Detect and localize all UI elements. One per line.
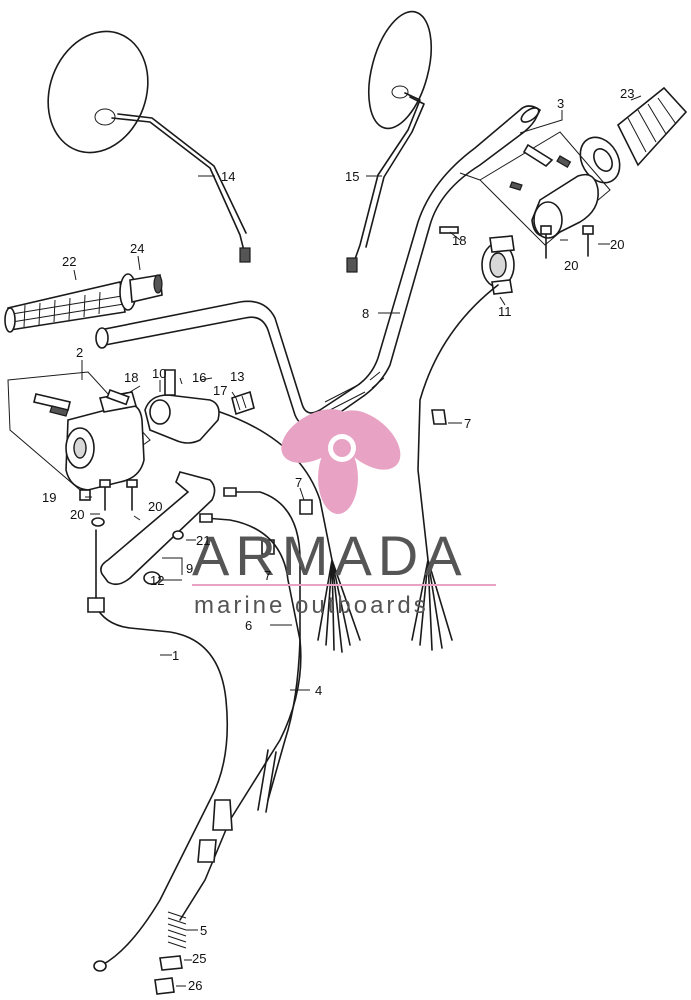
callout-2: 2: [76, 345, 83, 360]
left-mirror: [47, 30, 251, 263]
watermark: ARMADA marine outboards: [192, 409, 496, 619]
leader-lines: [73, 95, 642, 987]
callout-19: 19: [42, 490, 56, 505]
callout-24: 24: [130, 241, 144, 256]
right-grip: [579, 86, 688, 184]
callout-20-a: 20: [148, 499, 162, 514]
callout-26: 26: [188, 978, 202, 993]
callout-9: 9: [186, 561, 193, 576]
callout-21: 21: [196, 533, 210, 548]
callout-20-b: 20: [70, 507, 84, 522]
callout-7-c: 7: [264, 568, 271, 583]
callout-4: 4: [315, 683, 322, 698]
watermark-brand: ARMADA: [192, 524, 468, 587]
callout-11: 11: [498, 304, 512, 319]
left-grip: [4, 273, 163, 333]
callout-6: 6: [245, 618, 252, 633]
callout-17: 17: [213, 383, 227, 398]
callout-13: 13: [230, 369, 244, 384]
callout-14: 14: [221, 169, 235, 184]
callout-16: 16: [192, 370, 206, 385]
callout-10: 10: [152, 366, 166, 381]
callout-8: 8: [362, 306, 369, 321]
callout-15: 15: [345, 169, 359, 184]
callout-18-b: 18: [452, 233, 466, 248]
clutch-lever: [100, 471, 216, 586]
callout-7-a: 7: [464, 416, 471, 431]
callout-18-a: 18: [124, 370, 138, 385]
callout-20-d: 20: [564, 258, 578, 273]
left-switch-housing: [7, 371, 151, 491]
fasteners: [79, 225, 594, 555]
throttle-holder: [481, 235, 515, 295]
callout-23: 23: [620, 86, 634, 101]
cables: [87, 284, 499, 995]
callout-22: 22: [62, 254, 76, 269]
callout-labels: 1 2 3 4 5 6 7 7 7 8 9 10 11 12 13 14 15 …: [42, 86, 634, 993]
right-mirror: [346, 10, 432, 273]
callout-5: 5: [200, 923, 207, 938]
callout-7-b: 7: [295, 475, 302, 490]
watermark-tagline: marine outboards: [194, 592, 429, 619]
callout-3: 3: [557, 96, 564, 111]
callout-25: 25: [192, 951, 206, 966]
callout-12: 12: [150, 573, 164, 588]
callout-20-c: 20: [610, 237, 624, 252]
callout-1: 1: [172, 648, 179, 663]
propeller-logo: [281, 409, 401, 514]
lever-bracket: [144, 369, 255, 444]
